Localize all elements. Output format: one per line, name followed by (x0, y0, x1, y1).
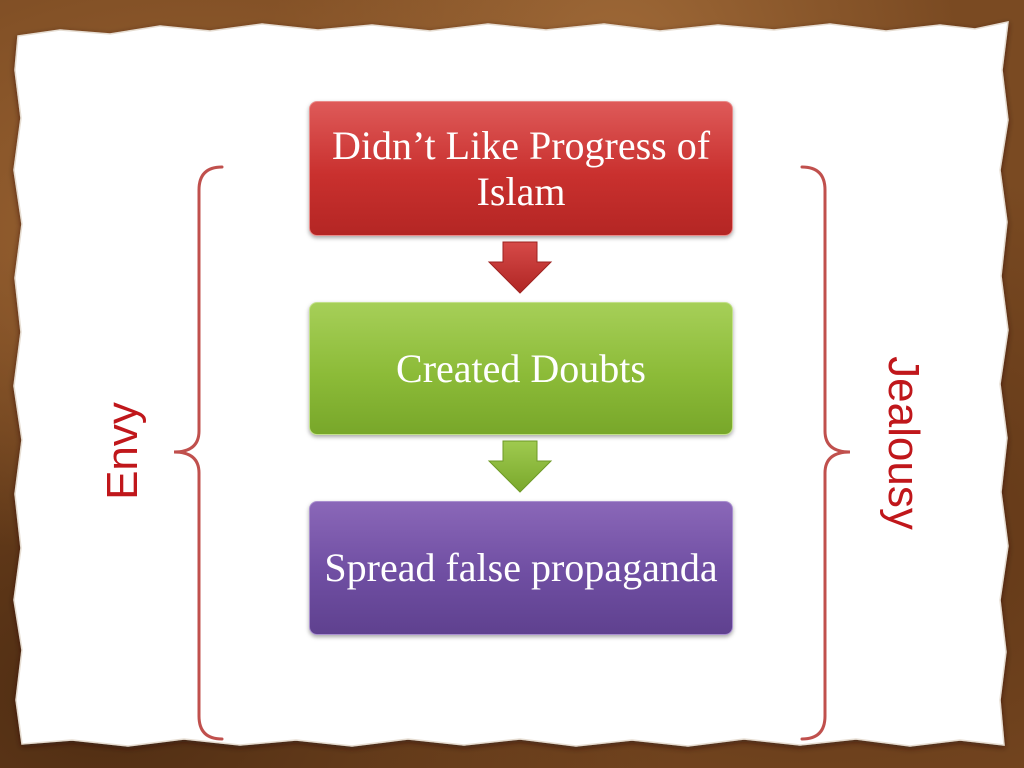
down-arrow-2 (487, 440, 553, 493)
left-curly-bracket (173, 165, 224, 741)
envy-label: Envy (98, 402, 147, 500)
step-box-3: Spread false propaganda (309, 501, 733, 635)
step-box-2: Created Doubts (309, 302, 733, 435)
step-label-2: Created Doubts (396, 345, 646, 391)
right-curly-bracket (800, 165, 851, 741)
step-label-3: Spread false propaganda (324, 545, 718, 590)
down-arrow-1 (487, 241, 553, 294)
step-box-1: Didn’t Like Progress of Islam (309, 101, 733, 236)
jealousy-label: Jealousy (879, 356, 928, 530)
step-label-1: Didn’t Like Progress of Islam (331, 122, 711, 214)
